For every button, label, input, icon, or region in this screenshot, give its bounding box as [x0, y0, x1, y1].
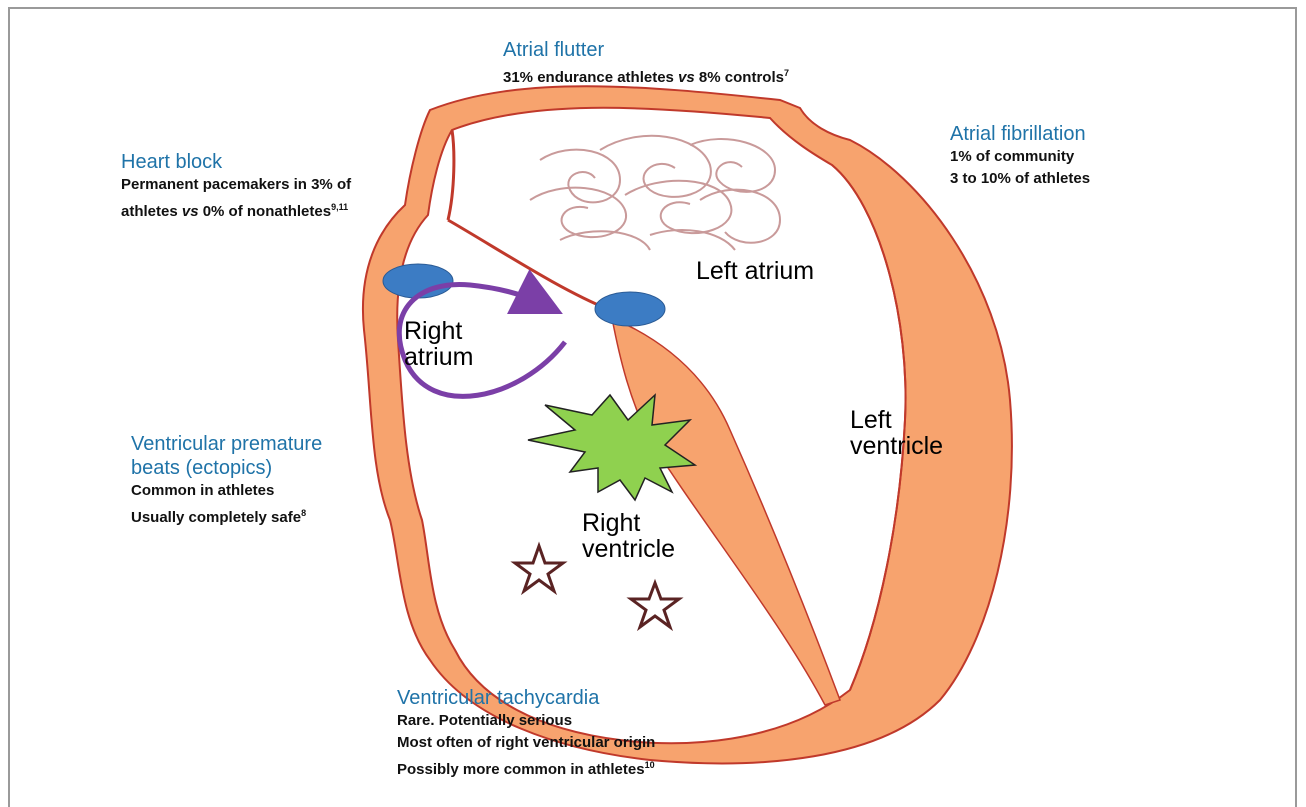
ventricular-premature-ref: 8 — [301, 508, 306, 518]
label-right-atrium: Right atrium — [404, 318, 473, 370]
heart-block-vs: vs — [182, 203, 199, 220]
atrial-flutter-text-a: 31% endurance athletes — [503, 69, 678, 86]
label-left-ventricle: Left ventricle — [850, 407, 943, 459]
ventricular-tachycardia-text: Possibly more common in athletes — [397, 761, 645, 778]
atrial-fibrillation-line1: 1% of community — [950, 146, 1090, 168]
ventricular-premature-title-2: beats (ectopics) — [131, 456, 322, 480]
label-right-ventricle: Right ventricle — [582, 510, 675, 562]
atrial-flutter-text-b: 8% controls — [695, 69, 784, 86]
heart-block-title: Heart block — [121, 150, 351, 174]
ventricular-premature-line2: Usually completely safe8 — [131, 502, 322, 529]
heart-block-ref: 9,11 — [331, 202, 348, 212]
atrial-flutter-ref: 7 — [784, 68, 789, 78]
annotation-ventricular-tachycardia: Ventricular tachycardia Rare. Potentiall… — [397, 686, 655, 781]
ventricular-tachycardia-line3: Possibly more common in athletes10 — [397, 754, 655, 781]
heart-block-text-a: athletes — [121, 203, 182, 220]
annotation-atrial-flutter: Atrial flutter 31% endurance athletes vs… — [503, 38, 789, 89]
atrial-flutter-line1: 31% endurance athletes vs 8% controls7 — [503, 62, 789, 89]
atrial-flutter-title: Atrial flutter — [503, 38, 789, 62]
annotation-ventricular-premature: Ventricular premature beats (ectopics) C… — [131, 432, 322, 529]
label-right-ventricle-line2: ventricle — [582, 536, 675, 562]
av-node — [595, 292, 665, 326]
heart-block-line2: athletes vs 0% of nonathletes9,11 — [121, 196, 351, 223]
label-right-atrium-line1: Right — [404, 318, 473, 344]
heart-block-text-b: 0% of nonathletes — [199, 203, 332, 220]
ventricular-premature-title-1: Ventricular premature — [131, 432, 322, 456]
ventricular-premature-text: Usually completely safe — [131, 509, 301, 526]
label-left-ventricle-line1: Left — [850, 407, 943, 433]
label-left-ventricle-line2: ventricle — [850, 433, 943, 459]
label-right-ventricle-line1: Right — [582, 510, 675, 536]
heart-block-line1: Permanent pacemakers in 3% of — [121, 174, 351, 196]
sa-node — [383, 264, 453, 298]
atrial-flutter-vs: vs — [678, 69, 695, 86]
ventricular-tachycardia-line2: Most often of right ventricular origin — [397, 732, 655, 754]
label-right-atrium-line2: atrium — [404, 344, 473, 370]
ventricular-tachycardia-ref: 10 — [645, 760, 655, 770]
annotation-heart-block: Heart block Permanent pacemakers in 3% o… — [121, 150, 351, 223]
ventricular-tachycardia-title: Ventricular tachycardia — [397, 686, 655, 710]
atrial-fibrillation-title: Atrial fibrillation — [950, 122, 1090, 146]
ventricular-tachycardia-line1: Rare. Potentially serious — [397, 710, 655, 732]
ventricular-premature-line1: Common in athletes — [131, 480, 322, 502]
atrial-fibrillation-line2: 3 to 10% of athletes — [950, 168, 1090, 190]
label-left-atrium: Left atrium — [696, 258, 814, 284]
annotation-atrial-fibrillation: Atrial fibrillation 1% of community 3 to… — [950, 122, 1090, 190]
